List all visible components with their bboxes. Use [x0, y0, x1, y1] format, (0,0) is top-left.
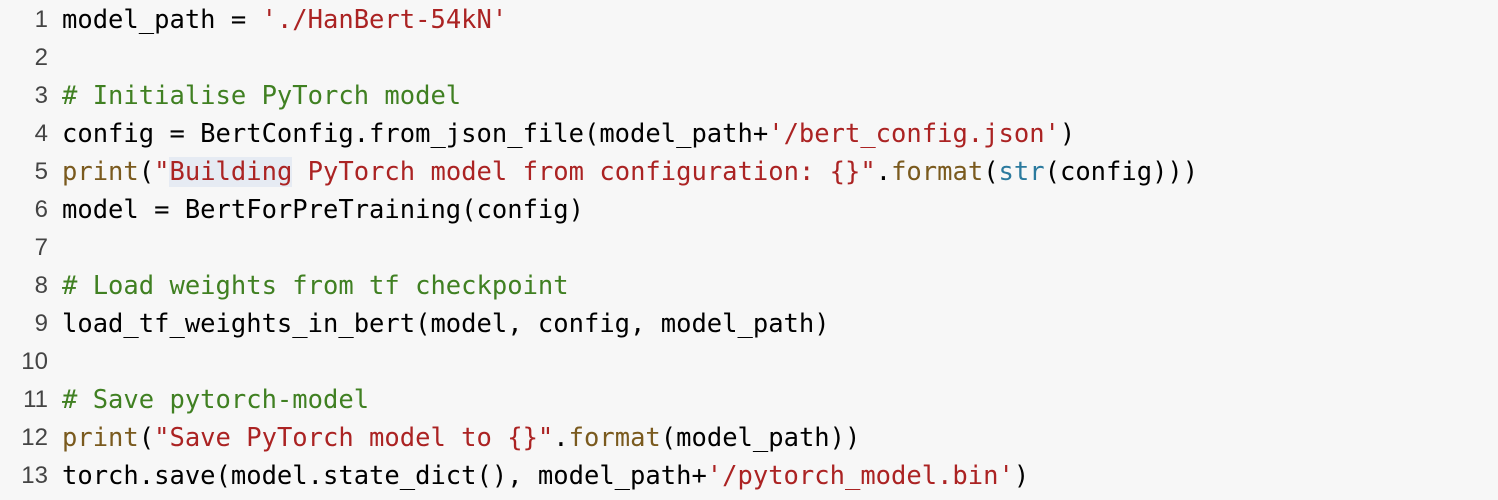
line-number: 7 — [34, 234, 48, 261]
code-line[interactable]: 8 # Load weights from tf checkpoint — [0, 267, 1498, 305]
code-token-plain: (config))) — [1044, 157, 1199, 187]
code-line[interactable]: 11 # Save pytorch-model — [0, 381, 1498, 419]
code-line[interactable]: 2 — [0, 39, 1498, 77]
code-text: model = BertForPreTraining(config) — [62, 191, 584, 229]
code-token-plain: ) — [1059, 119, 1076, 149]
code-token-comment: # Save pytorch-model — [62, 385, 370, 415]
line-number: 6 — [34, 196, 48, 223]
code-token-str: '/pytorch_model.bin' — [706, 461, 1014, 491]
code-line[interactable]: 12 print("Save PyTorch model to {}".forma… — [0, 419, 1498, 457]
code-token-plain: ( — [138, 157, 155, 187]
code-token-plain: . — [553, 423, 569, 453]
code-token-plain: config = BertConfig.from_json_file(model… — [62, 119, 769, 149]
code-text: torch.save(model.state_dict(), model_pat… — [62, 457, 1029, 495]
line-number: 8 — [34, 272, 48, 299]
code-token-fn: print — [62, 157, 139, 187]
code-text: print("Building PyTorch model from confi… — [62, 153, 1198, 191]
code-line[interactable]: 9 load_tf_weights_in_bert(model, config, … — [0, 305, 1498, 343]
code-token-plain: model = BertForPreTraining(config) — [62, 195, 584, 225]
code-line[interactable]: 6 model = BertForPreTraining(config) — [0, 191, 1498, 229]
code-token-comment: # Load weights from tf checkpoint — [62, 271, 569, 301]
code-text: print("Save PyTorch model to {}".format(… — [62, 419, 860, 457]
code-token-str: './HanBert-54kN' — [261, 5, 508, 35]
code-token-str: Building — [169, 157, 293, 187]
code-token-str: PyTorch model from configuration: {}" — [292, 157, 876, 187]
code-token-fn: format — [568, 423, 661, 453]
code-token-str: " — [154, 157, 170, 187]
code-token-plain: torch.save(model.state_dict(), model_pat… — [62, 461, 707, 491]
line-number: 10 — [21, 348, 48, 375]
code-token-plain: load_tf_weights_in_bert(model, config, m… — [62, 309, 830, 339]
line-number: 9 — [34, 310, 48, 337]
line-number: 5 — [34, 158, 48, 185]
code-token-plain: model_path = — [62, 5, 262, 35]
code-token-str: "Save PyTorch model to {}" — [154, 423, 554, 453]
line-number: 3 — [34, 82, 48, 109]
line-number: 12 — [21, 424, 48, 451]
code-token-builtin: str — [998, 157, 1045, 187]
line-number: 1 — [34, 6, 48, 33]
code-text: config = BertConfig.from_json_file(model… — [62, 115, 1075, 153]
code-token-plain: . — [875, 157, 892, 187]
code-text: # Load weights from tf checkpoint — [62, 267, 569, 305]
code-token-plain: ( — [138, 423, 155, 453]
code-text: model_path = './HanBert-54kN' — [62, 1, 507, 39]
line-number: 11 — [23, 386, 48, 413]
code-text: # Initialise PyTorch model — [62, 77, 461, 115]
code-line[interactable]: 3 # Initialise PyTorch model — [0, 77, 1498, 115]
code-token-plain: ) — [1013, 461, 1030, 491]
code-token-plain: ( — [983, 157, 999, 187]
code-line[interactable]: 4 config = BertConfig.from_json_file(mode… — [0, 115, 1498, 153]
line-number: 13 — [21, 462, 48, 489]
code-token-fn: format — [891, 157, 984, 187]
code-text: # Save pytorch-model — [62, 381, 369, 419]
code-line[interactable]: 13 torch.save(model.state_dict(), model_p… — [0, 457, 1498, 495]
code-line[interactable]: 10 — [0, 343, 1498, 381]
code-text: load_tf_weights_in_bert(model, config, m… — [62, 305, 830, 343]
code-token-plain: (model_path)) — [660, 423, 861, 453]
code-line[interactable]: 1 model_path = './HanBert-54kN' — [0, 1, 1498, 39]
code-token-comment: # Initialise PyTorch model — [62, 81, 462, 111]
code-token-str: '/bert_config.json' — [768, 119, 1060, 149]
code-line[interactable]: 7 — [0, 229, 1498, 267]
code-token-fn: print — [62, 423, 139, 453]
line-number: 4 — [34, 120, 48, 147]
line-number: 2 — [34, 44, 48, 71]
